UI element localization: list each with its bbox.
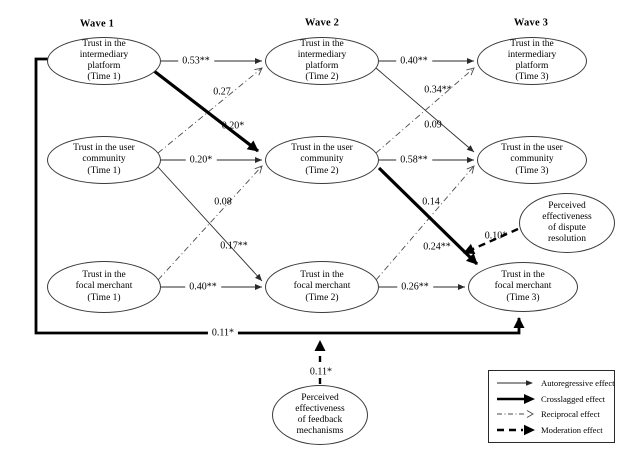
node-trust-user-community-t1: Trust in the user community (Time 1) xyxy=(47,136,161,184)
edge-moderation-dispute-resolution xyxy=(463,227,519,255)
crosslagged-line-icon xyxy=(497,393,535,404)
legend-item-crosslagged: Crosslagged effect xyxy=(496,392,610,406)
node-label: Perceived effectiveness of feedback mech… xyxy=(295,392,345,437)
node-trust-focal-merchant-t3: Trust in the focal merchant (Time 3) xyxy=(468,262,578,312)
coef-auto-community-t1-t2: 0.20* xyxy=(185,154,217,166)
node-label: Trust in the focal merchant (Time 1) xyxy=(75,270,133,303)
edge-reciprocal-community-t1-platform-t2 xyxy=(157,67,263,154)
node-trust-user-community-t2: Trust in the user community (Time 2) xyxy=(265,136,379,184)
node-trust-user-community-t3: Trust in the user community (Time 3) xyxy=(477,136,587,184)
legend-label: Crosslagged effect xyxy=(541,393,606,404)
coef-auto-platform-t1-t2: 0.53** xyxy=(178,55,214,67)
coef-cross-platform-t2-community-t3: 0.09 xyxy=(424,119,442,131)
coef-auto-merchant-t1-t2: 0.40** xyxy=(185,281,221,293)
node-dispute-resolution-effectiveness: Perceived effectiveness of dispute resol… xyxy=(519,193,615,253)
legend-item-moderation: Moderation effect xyxy=(496,423,610,437)
wave-3-header: Wave 3 xyxy=(513,17,549,29)
coef-recip-community-t1-platform-t2: 0.27 xyxy=(213,86,231,98)
coef-recip-merchant-t1-community-t2: 0.08 xyxy=(214,196,232,208)
node-trust-focal-merchant-t2: Trust in the focal merchant (Time 2) xyxy=(265,261,379,313)
coef-cross-community-t1-merchant-t2: 0.17** xyxy=(220,240,248,252)
node-label: Trust in the user community (Time 3) xyxy=(501,143,563,176)
node-feedback-mechanisms-effectiveness: Perceived effectiveness of feedback mech… xyxy=(272,385,368,445)
node-label: Trust in the user community (Time 2) xyxy=(291,143,353,176)
edge-crosslagged-platform-t1-community-t2 xyxy=(153,69,259,153)
coef-cross-platform-t1-community-t2: 0.20* xyxy=(221,120,245,132)
wave-2-header: Wave 2 xyxy=(304,17,340,29)
coef-auto-platform-t2-t3: 0.40** xyxy=(396,55,432,67)
node-label: Trust in the intermediary platform (Time… xyxy=(297,38,347,83)
edge-crosslagged-platform-t1-merchant-t3 xyxy=(34,57,525,335)
wave-1-header: Wave 1 xyxy=(79,18,115,30)
node-trust-focal-merchant-t1: Trust in the focal merchant (Time 1) xyxy=(47,261,161,313)
legend-box: Autoregressive effect Crosslagged effect… xyxy=(488,370,615,443)
coef-cross-platform-t1-merchant-t3: 0.11* xyxy=(207,327,239,339)
legend-item-autoregressive: Autoregressive effect xyxy=(496,376,615,390)
coef-auto-merchant-t2-t3: 0.26** xyxy=(397,281,433,293)
reciprocal-line-icon xyxy=(497,410,534,419)
edge-reciprocal-community-t2-platform-t3 xyxy=(375,67,475,154)
node-label: Trust in the focal merchant (Time 2) xyxy=(293,270,351,303)
node-label: Trust in the intermediary platform (Time… xyxy=(79,38,129,83)
edge-reciprocal-merchant-t2-community-t3 xyxy=(375,165,475,281)
legend-label: Moderation effect xyxy=(541,425,603,436)
coef-cross-community-t2-merchant-t3: 0.24** xyxy=(423,241,451,253)
node-label: Trust in the intermediary platform (Time… xyxy=(507,38,557,83)
node-trust-intermediary-platform-t2: Trust in the intermediary platform (Time… xyxy=(265,37,379,85)
coef-recip-merchant-t2-community-t3: 0.14 xyxy=(422,196,440,208)
edge-crosslagged-community-t2-merchant-t3 xyxy=(377,166,479,266)
autoregressive-line-icon xyxy=(497,379,533,386)
coef-recip-community-t2-platform-t3: 0.34** xyxy=(424,84,452,96)
legend-label: Reciprocal effect xyxy=(541,409,600,420)
legend-label: Autoregressive effect xyxy=(541,377,615,388)
coef-auto-community-t2-t3: 0.58** xyxy=(396,154,432,166)
edge-crosslagged-community-t1-merchant-t2 xyxy=(157,166,263,282)
moderation-line-icon xyxy=(497,424,535,436)
node-label: Trust in the user community (Time 1) xyxy=(73,143,135,176)
edge-reciprocal-merchant-t1-community-t2 xyxy=(157,165,263,281)
coef-moderation-feedback: 0.11* xyxy=(305,366,337,378)
node-label: Trust in the focal merchant (Time 3) xyxy=(494,270,552,303)
coef-moderation-dispute: 0.10* xyxy=(484,230,508,242)
node-trust-intermediary-platform-t3: Trust in the intermediary platform (Time… xyxy=(477,37,587,85)
node-trust-intermediary-platform-t1: Trust in the intermediary platform (Time… xyxy=(47,37,161,85)
legend-item-reciprocal: Reciprocal effect xyxy=(496,407,610,421)
node-label: Perceived effectiveness of dispute resol… xyxy=(542,200,592,245)
